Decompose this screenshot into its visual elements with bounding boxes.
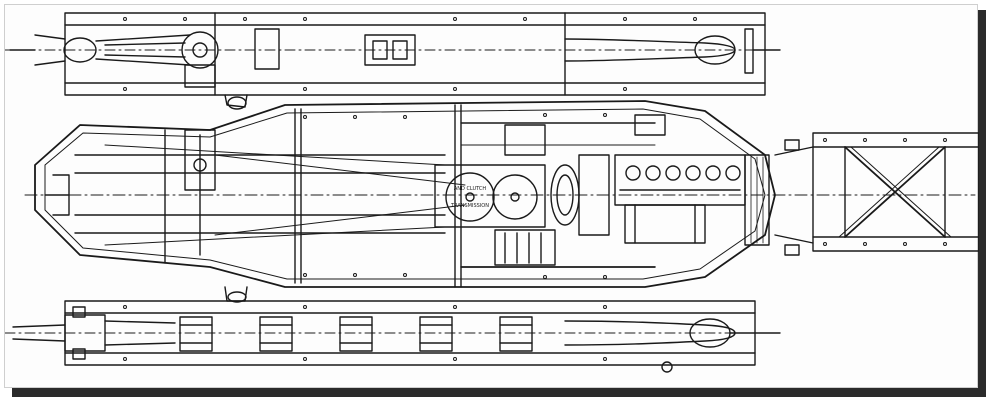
top-left-idler — [63, 37, 97, 63]
gearbox-left-drum — [445, 172, 495, 222]
top-left-axle-stub — [9, 34, 66, 66]
road-wheel-bogies — [179, 316, 533, 352]
transmission-assembly: AND CLUTCH TRANSMISSION — [434, 124, 656, 268]
main-hull — [24, 100, 976, 288]
gearbox-plate-label-1: AND CLUTCH — [454, 186, 487, 192]
gearbox-right-drum — [492, 174, 538, 220]
chassis-plan-drawing: AND CLUTCH TRANSMISSION — [4, 12, 980, 373]
bottom-track-frame — [4, 286, 781, 373]
bogie-2 — [259, 316, 293, 352]
top-sprocket-hub — [181, 31, 219, 69]
tail-frame — [774, 132, 980, 256]
bottom-frame-hanger — [224, 286, 248, 302]
bottom-roller — [661, 361, 673, 373]
plate-shadow-right — [978, 10, 986, 397]
top-track-frame — [4, 12, 781, 110]
drawing-plate: AND CLUTCH TRANSMISSION — [4, 4, 980, 388]
gearbox-plate-label-2: TRANSMISSION — [450, 203, 489, 209]
hull-outline — [34, 100, 776, 288]
top-right-idler — [694, 35, 736, 65]
top-access-plate — [364, 34, 416, 66]
bogie-4 — [419, 316, 453, 352]
bogie-3 — [339, 316, 373, 352]
radiator — [744, 154, 770, 246]
plate-shadow-bottom — [12, 388, 986, 397]
differential — [494, 229, 556, 266]
engine-crankcase — [624, 204, 706, 244]
bogie-5 — [499, 316, 533, 352]
flywheel-housing — [578, 154, 610, 236]
engine-block — [614, 114, 770, 246]
bottom-left-axle-stub — [12, 324, 66, 342]
gearbox-casing — [434, 164, 546, 228]
bogie-1 — [179, 316, 213, 352]
